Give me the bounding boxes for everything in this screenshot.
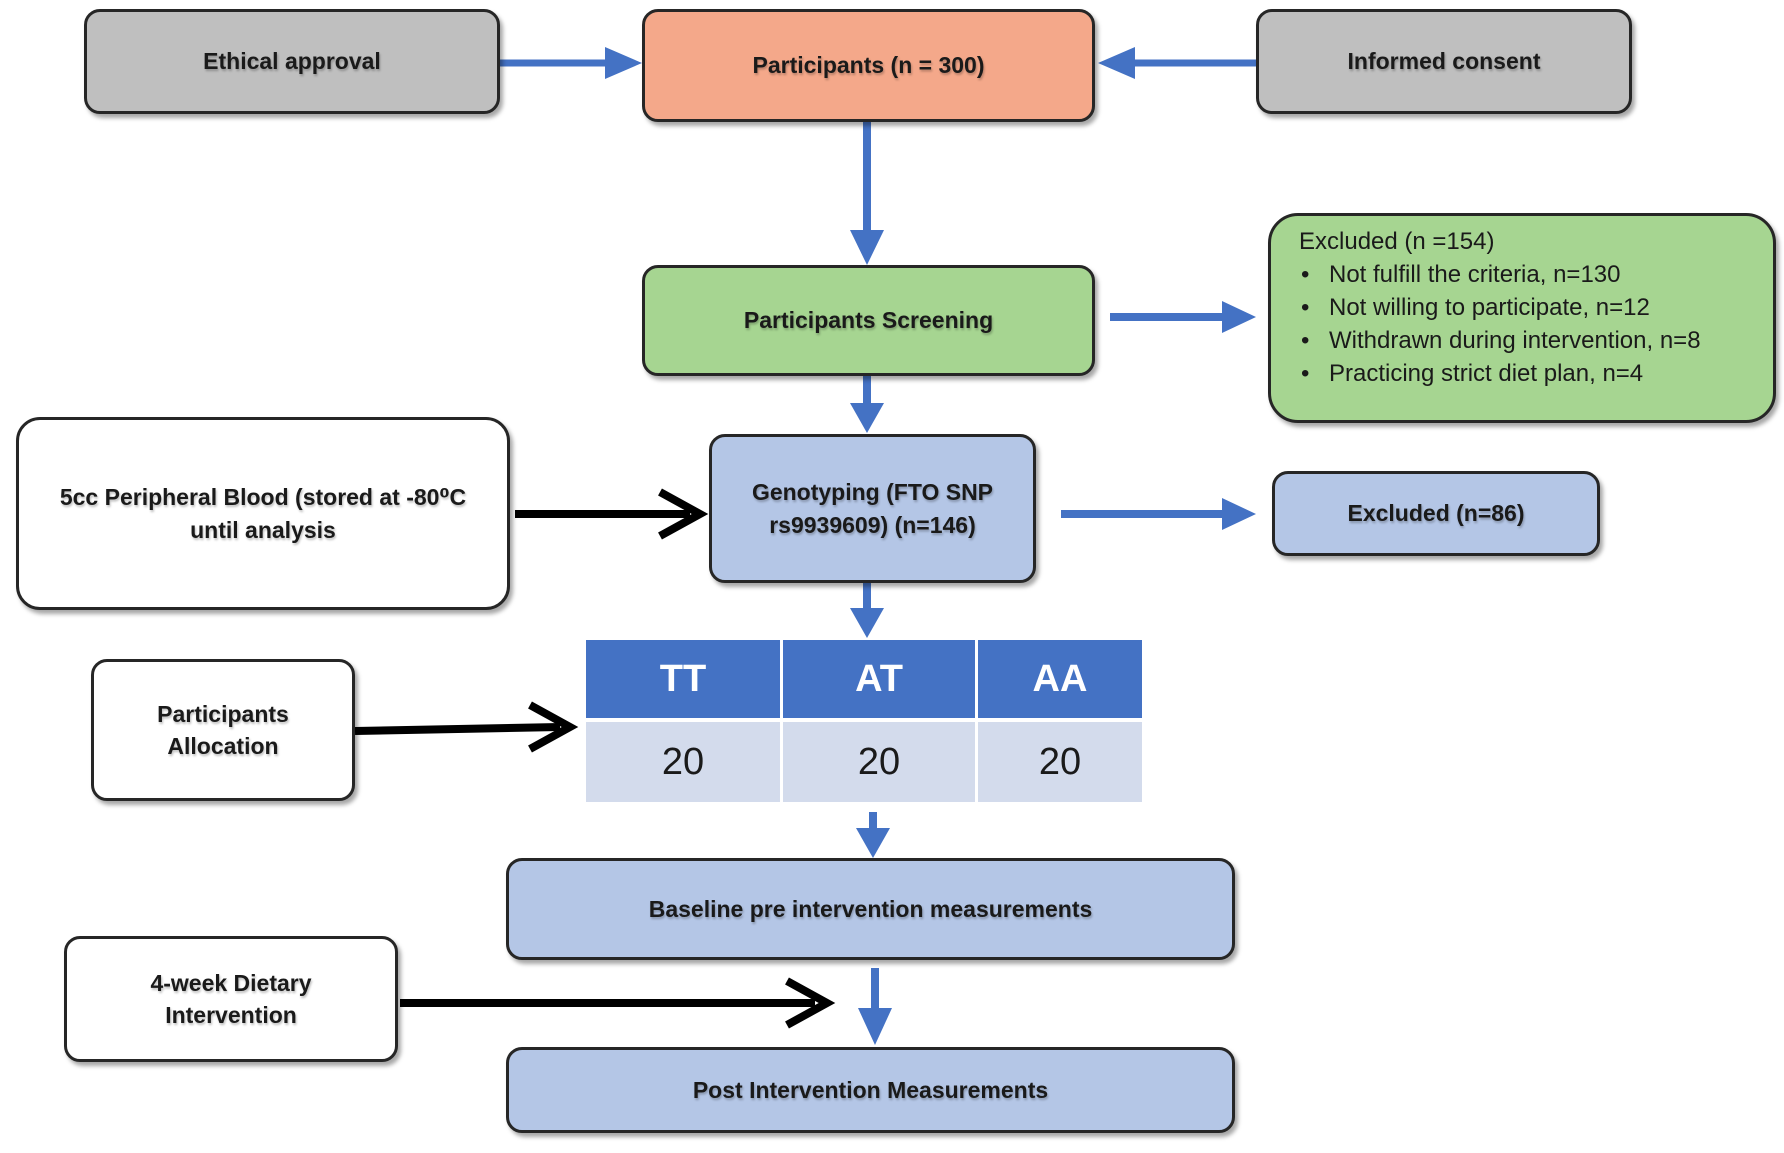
excluded-154-content: Excluded (n =154) Not fulfill the criter… <box>1299 226 1701 390</box>
participants-allocation-box: Participants Allocation <box>91 659 355 801</box>
participants-screening-box: Participants Screening <box>642 265 1095 376</box>
baseline-measurements-label: Baseline pre intervention measurements <box>648 895 1093 922</box>
participants-screening-label: Participants Screening <box>743 307 994 334</box>
participants-label: Participants (n = 300) <box>752 52 985 79</box>
arrow-table-to-baseline <box>856 812 890 858</box>
table-header-aa: AA <box>978 640 1142 718</box>
ethical-approval-label: Ethical approval <box>203 48 381 75</box>
table-header-at: AT <box>783 640 975 718</box>
peripheral-blood-label: 5cc Peripheral Blood (stored at -80⁰C un… <box>59 484 467 543</box>
informed-consent-label: Informed consent <box>1347 48 1541 75</box>
dietary-intervention-label: 4-week Dietary Intervention <box>150 969 312 1028</box>
arrow-genotyping-to-table <box>850 583 884 638</box>
excluded-154-title: Excluded (n =154) <box>1299 228 1495 255</box>
arrow-allocation-to-table <box>354 701 579 753</box>
excluded-86-label: Excluded (n=86) <box>1347 500 1525 527</box>
arrow-blood-to-genotyping <box>515 488 709 540</box>
excluded-154-box: Excluded (n =154) Not fulfill the criter… <box>1268 213 1776 423</box>
genotyping-box: Genotyping (FTO SNP rs9939609) (n=146) <box>709 434 1036 583</box>
arrow-screening-to-genotyping <box>850 376 884 433</box>
baseline-measurements-box: Baseline pre intervention measurements <box>506 858 1235 960</box>
excluded-reason-item: Not willing to participate, n=12 <box>1299 292 1701 325</box>
excluded-reason-item: Practicing strict diet plan, n=4 <box>1299 358 1701 391</box>
excluded-86-box: Excluded (n=86) <box>1272 471 1600 556</box>
participants-allocation-label: Participants Allocation <box>157 700 289 759</box>
table-header-tt: TT <box>586 640 780 718</box>
excluded-reason-item: Withdrawn during intervention, n=8 <box>1299 325 1701 358</box>
peripheral-blood-box: 5cc Peripheral Blood (stored at -80⁰C un… <box>16 417 510 610</box>
dietary-intervention-box: 4-week Dietary Intervention <box>64 936 398 1062</box>
participants-box: Participants (n = 300) <box>642 9 1095 122</box>
arrow-genotyping-to-excluded <box>1061 498 1256 530</box>
table-value-aa: 20 <box>978 722 1142 802</box>
arrow-screening-to-excluded <box>1110 301 1256 333</box>
table-value-tt: 20 <box>586 722 780 802</box>
excluded-reasons-list: Not fulfill the criteria, n=130 Not will… <box>1299 259 1701 391</box>
arrow-ethical-to-participants <box>500 47 642 79</box>
ethical-approval-box: Ethical approval <box>84 9 500 114</box>
genotyping-label: Genotyping (FTO SNP rs9939609) (n=146) <box>751 479 994 538</box>
post-measurements-box: Post Intervention Measurements <box>506 1047 1235 1133</box>
excluded-reason-item: Not fulfill the criteria, n=130 <box>1299 259 1701 292</box>
table-value-at: 20 <box>783 722 975 802</box>
arrow-baseline-to-post <box>858 968 892 1045</box>
arrow-participants-to-screening <box>850 122 884 265</box>
informed-consent-box: Informed consent <box>1256 9 1632 114</box>
arrow-dietary-to-post <box>400 977 836 1029</box>
post-measurements-label: Post Intervention Measurements <box>692 1076 1049 1103</box>
arrow-consent-to-participants <box>1098 47 1256 79</box>
